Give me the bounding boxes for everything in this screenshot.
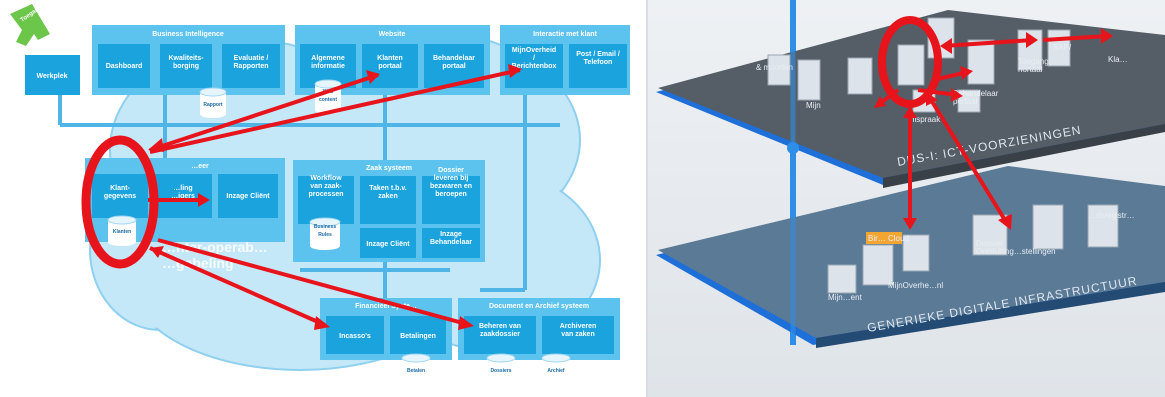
zaak-box <box>360 176 416 224</box>
interactie-box <box>505 44 563 88</box>
database-icon: Klanten <box>107 215 137 246</box>
bi-box-label: Dashboard <box>106 63 143 70</box>
klant-title: …eer <box>191 163 209 170</box>
bi-box <box>98 44 150 88</box>
klant-frame: …eer Klant-gegevens …ling…igers Inzage C… <box>85 158 285 246</box>
database-icon: Betalen <box>401 353 431 386</box>
document-box <box>542 316 614 354</box>
bi-box-label: Evaluatie /Rapporten <box>234 55 269 70</box>
zaak-box <box>360 228 416 258</box>
document-box <box>464 316 536 354</box>
lower-nodes <box>827 204 1119 294</box>
node-label: Mijn…ent <box>828 293 863 302</box>
document-title: Document en Archief systeem <box>489 303 589 310</box>
interactie-box-label: MijnOverheid/Berichtenbox <box>512 47 557 70</box>
financieel-box-label: Betalingen <box>400 333 436 340</box>
highlight-arrow <box>926 92 1012 230</box>
zaak-title: Zaak systeem <box>366 165 412 172</box>
node-label: …dsregistr… <box>1088 211 1135 220</box>
node-label: MijnOverhe…nl <box>888 281 943 290</box>
highlight-arrow <box>903 106 917 230</box>
highlight-arrow <box>1042 28 1113 44</box>
zaak-box <box>298 176 354 224</box>
node-label: SAP/ <box>1053 43 1072 52</box>
klant-box-label: Klant-gegevens <box>104 185 136 200</box>
toegang-badge: Toegang <box>10 4 50 46</box>
highlight-arrow <box>940 32 1038 54</box>
klant-box <box>92 174 148 218</box>
architecture-diagram: Toegang Werkplek Business Intelligence D… <box>10 4 630 386</box>
interactie-box <box>569 44 627 88</box>
db-label: Rapport <box>203 102 223 108</box>
infrastructure-svg: GENERIEKE DIGITALE INFRASTRUCTUUR DUS-I:… <box>648 0 1165 397</box>
interactie-frame: Interactie met klant MijnOverheid/Berich… <box>500 25 630 95</box>
highlight-ellipse <box>878 16 942 108</box>
infrastructure-diagram: GENERIEKE DIGITALE INFRASTRUCTUUR DUS-I:… <box>648 0 1165 397</box>
cloud-label: Bir… Cloud <box>868 234 909 243</box>
bi-box-label: Kwaliteits-borging <box>168 55 204 70</box>
highlight-annotations <box>81 64 522 330</box>
highlight-arrow <box>874 88 900 108</box>
database-icon: Dossiers <box>486 353 516 386</box>
highlight-arrow <box>157 238 474 330</box>
node-label: Kla… <box>1108 55 1128 64</box>
highlight-arrow <box>149 246 330 330</box>
highlight-arrow <box>932 66 973 82</box>
zaak-box <box>422 176 480 224</box>
highlight-arrow <box>148 193 210 207</box>
database-icon: Rapport <box>199 87 227 118</box>
klant-box-label: …ling…igers <box>171 185 195 200</box>
highlight-arrow <box>917 88 963 102</box>
db-label: Betalen <box>407 368 425 374</box>
database-icon: Archief <box>541 353 571 386</box>
interactie-title: Interactie met klant <box>533 31 597 38</box>
financieel-box <box>326 316 384 354</box>
bi-box <box>160 44 212 88</box>
architecture-diagram-svg: Toegang Werkplek Business Intelligence D… <box>10 4 630 386</box>
bi-title: Business Intelligence <box>152 31 224 38</box>
node-label: Mijn <box>806 101 821 110</box>
website-title: Website <box>379 31 406 38</box>
bi-frame: Business Intelligence Dashboard Kwalitei… <box>92 25 285 118</box>
highlight-arrow <box>149 64 522 154</box>
zaak-box <box>422 228 480 258</box>
financieel-box-label: Incasso's <box>339 333 371 340</box>
werkplek-box: Werkplek <box>25 55 80 95</box>
db-label: Archief <box>547 368 565 374</box>
highlight-annotations <box>874 16 1113 230</box>
node-label: & moorten <box>756 63 793 72</box>
ghost-text: …nter-operab… <box>162 239 268 255</box>
interactie-box-label: Post / Email /Telefoon <box>576 51 620 66</box>
financieel-frame: Financieel Syste… Incasso's Betalingen B… <box>320 298 452 386</box>
financieel-box <box>390 316 446 354</box>
klant-box <box>218 174 278 218</box>
node-label: nispraak <box>910 115 941 124</box>
financieel-title: Financieel Syste… <box>355 303 417 310</box>
werkplek-label: Werkplek <box>37 73 68 80</box>
db-label: Dossiers <box>490 368 511 374</box>
cloud-tag <box>866 232 902 244</box>
klant-box-label: Inzage Cliënt <box>226 193 270 200</box>
db-label: Klanten <box>113 229 131 235</box>
zaak-box-label: Taken t.b.v.zaken <box>369 185 407 200</box>
zaak-box-label: Inzage Cliënt <box>366 241 410 248</box>
bi-box <box>222 44 280 88</box>
